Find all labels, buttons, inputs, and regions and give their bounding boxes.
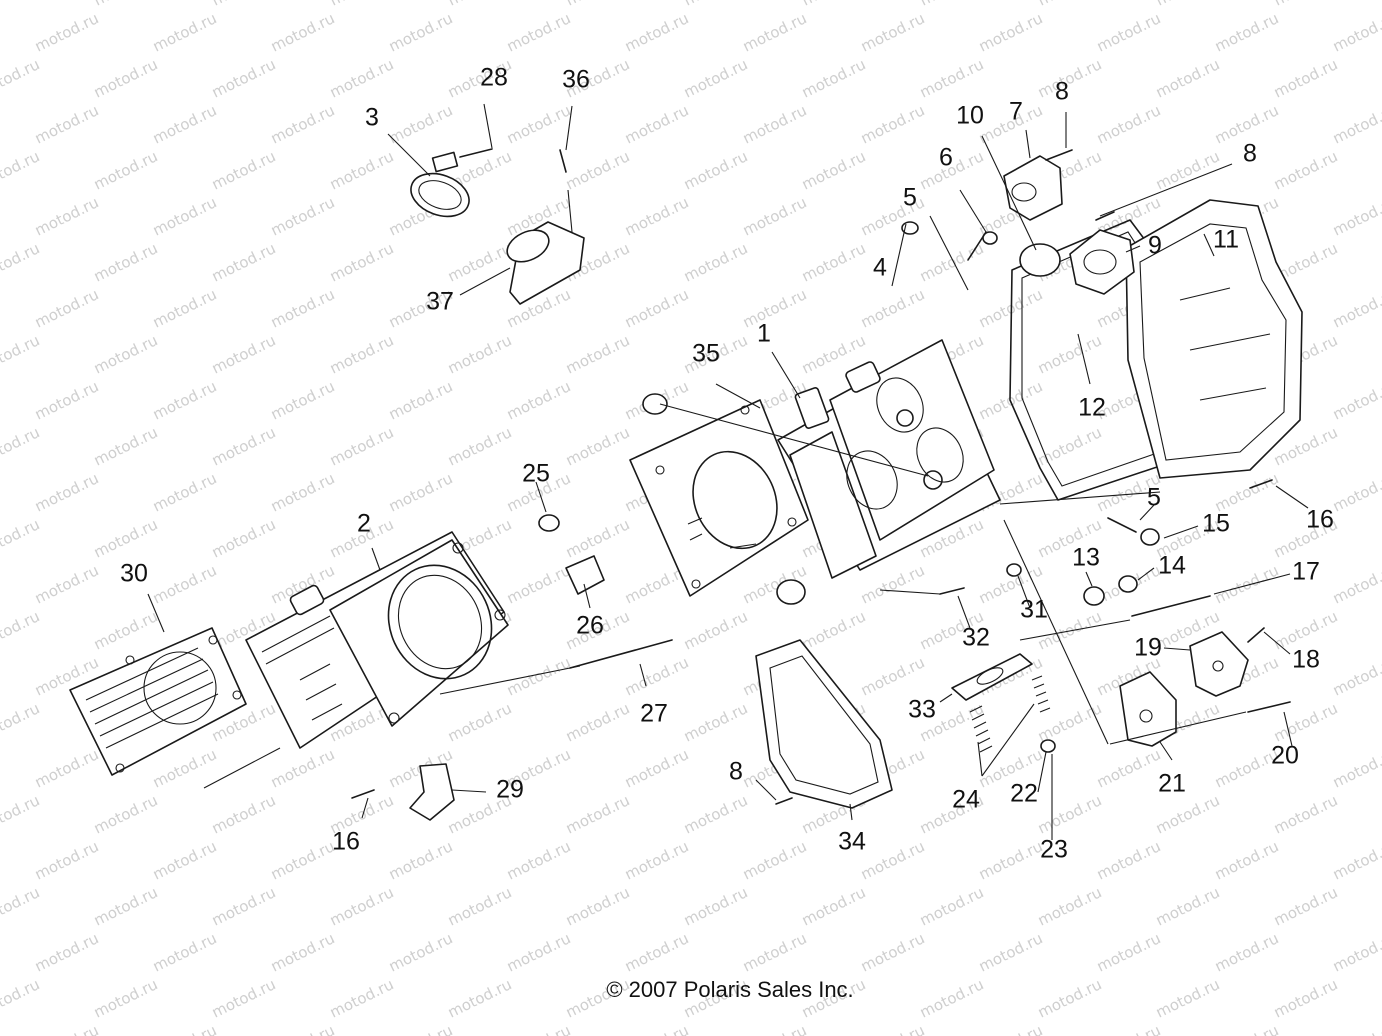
part-37-intake-boot (506, 221, 585, 305)
leader-lines (147, 103, 1309, 840)
callout-35: 35 (692, 339, 720, 368)
callout-8-top: 8 (1055, 77, 1069, 106)
part-13-seal (1083, 586, 1105, 606)
callout-16-right: 16 (1306, 505, 1334, 534)
part-35-head-gasket (629, 399, 809, 597)
part-11-valve-cover (1125, 199, 1303, 479)
callout-1: 1 (757, 319, 771, 348)
callout-4: 4 (873, 253, 887, 282)
callout-23: 23 (1040, 835, 1068, 864)
part-2-cylinder (245, 531, 509, 749)
callout-14: 14 (1158, 551, 1186, 580)
callout-10: 10 (956, 101, 984, 130)
callout-37: 37 (426, 287, 454, 316)
copyright-notice: © 2007 Polaris Sales Inc. (606, 977, 854, 1002)
callout-29: 29 (496, 775, 524, 804)
callout-31: 31 (1020, 595, 1048, 624)
callout-3: 3 (365, 103, 379, 132)
callout-11: 11 (1213, 225, 1239, 254)
callout-17: 17 (1292, 557, 1320, 586)
callout-26: 26 (576, 611, 604, 640)
callout-8-bottom: 8 (729, 757, 743, 786)
part-30-base-gasket (69, 627, 247, 776)
bolts (351, 148, 1291, 805)
callout-7: 7 (1009, 97, 1023, 126)
lower-seal (776, 579, 806, 605)
callout-16-left: 16 (332, 827, 360, 856)
callout-8-right: 8 (1243, 139, 1257, 168)
part-3-clamp (410, 151, 470, 218)
callout-6: 6 (939, 143, 953, 172)
callout-30: 30 (120, 559, 148, 588)
part-14-plug (1118, 575, 1138, 593)
callout-21: 21 (1158, 769, 1186, 798)
callout-33: 33 (908, 695, 936, 724)
callout-2: 2 (357, 509, 371, 538)
callout-13: 13 (1072, 543, 1100, 572)
callout-5-upper: 5 (903, 183, 917, 212)
callout-22: 22 (1010, 779, 1038, 808)
part-25-dowel (538, 514, 560, 532)
callout-24: 24 (952, 785, 980, 814)
part-1-cylinder-head (777, 339, 1001, 579)
part-26-fitting (565, 555, 605, 595)
part-31-dowel (1006, 563, 1022, 577)
callout-12: 12 (1078, 393, 1106, 422)
callout-27: 27 (640, 699, 668, 728)
callout-25: 25 (522, 459, 550, 488)
part-24-springs (969, 675, 1051, 753)
part-9-housing (1069, 229, 1135, 295)
part-23-ring (1040, 739, 1056, 753)
callout-15: 15 (1202, 509, 1230, 538)
callout-18: 18 (1292, 645, 1320, 674)
part-33-gasket (951, 653, 1033, 701)
callout-36: 36 (562, 65, 590, 94)
callout-5-lower: 5 (1147, 483, 1161, 512)
callout-19: 19 (1134, 633, 1162, 662)
callout-28: 28 (480, 63, 508, 92)
callout-32: 32 (962, 623, 990, 652)
part-29-elbow (409, 763, 455, 821)
callout-34: 34 (838, 827, 866, 856)
part-7-housing (1003, 155, 1063, 221)
callout-20: 20 (1271, 741, 1299, 770)
part-34-side-cover (755, 639, 893, 809)
callout-9: 9 (1148, 231, 1162, 260)
upper-seal (642, 393, 668, 415)
part-15-cap (1140, 528, 1160, 546)
part-19-bracket (1189, 631, 1249, 697)
part-10-disc (1019, 243, 1061, 277)
